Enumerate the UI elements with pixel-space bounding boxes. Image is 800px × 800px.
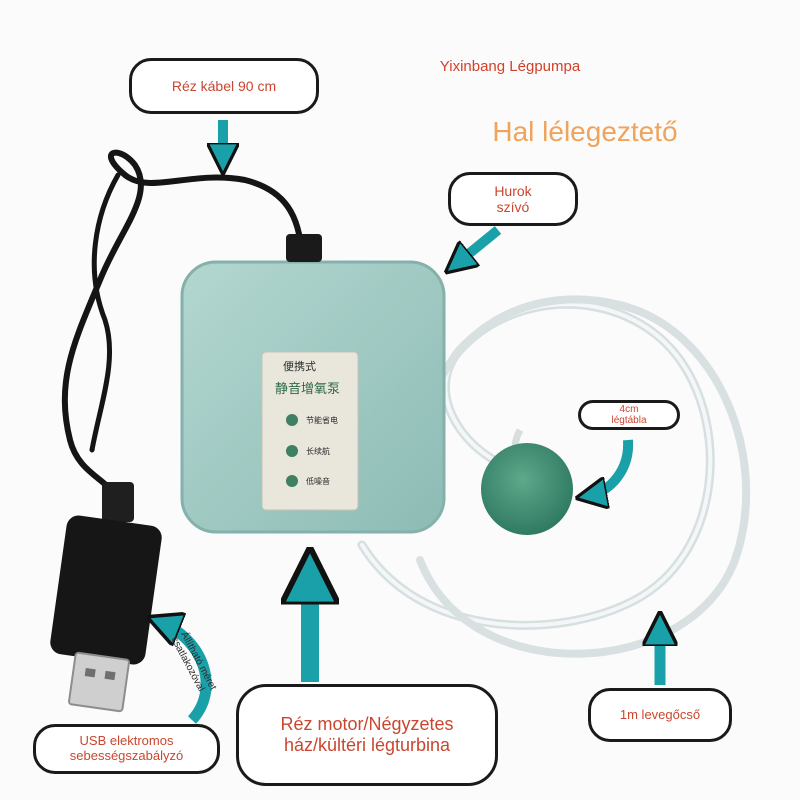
pump-label-line1: 便携式: [283, 360, 316, 373]
arrow-hook: [455, 226, 502, 265]
callout-motor: Réz motor/Négyzetes ház/kültéri légturbi…: [236, 684, 498, 786]
usb-regulator-body: [50, 515, 162, 665]
pump-label-panel: [261, 351, 359, 511]
pump-label-row1: 节能省电: [306, 416, 338, 425]
callout-usb-regulator: USB elektromos sebességszabályzó: [33, 724, 220, 774]
airstone: [481, 443, 573, 535]
pump-label-row3: 低噪音: [306, 477, 330, 486]
callout-air-tube: 1m levegőcső: [588, 688, 732, 742]
callout-hook: Hurok szívó: [448, 172, 578, 226]
callout-copper-cable: Réz kábel 90 cm: [129, 58, 319, 114]
callout-airstone: 4cm légtábla: [578, 400, 680, 430]
arrow-usb: [160, 622, 212, 724]
pump-label-line2: 静音增氧泵: [275, 382, 341, 397]
air-tube-loop: [416, 295, 751, 658]
brand-title: Yixinbang Légpumpa: [439, 58, 581, 75]
arrow-airstone: [588, 439, 634, 496]
headline: Hal lélegeztető: [492, 116, 678, 147]
usb-cable-loop: [89, 172, 121, 453]
usb-strain-relief: [102, 482, 134, 522]
usb-plug: [68, 651, 130, 713]
usb-cable: [61, 149, 305, 513]
pump-label-row2: 长续航: [306, 447, 330, 456]
